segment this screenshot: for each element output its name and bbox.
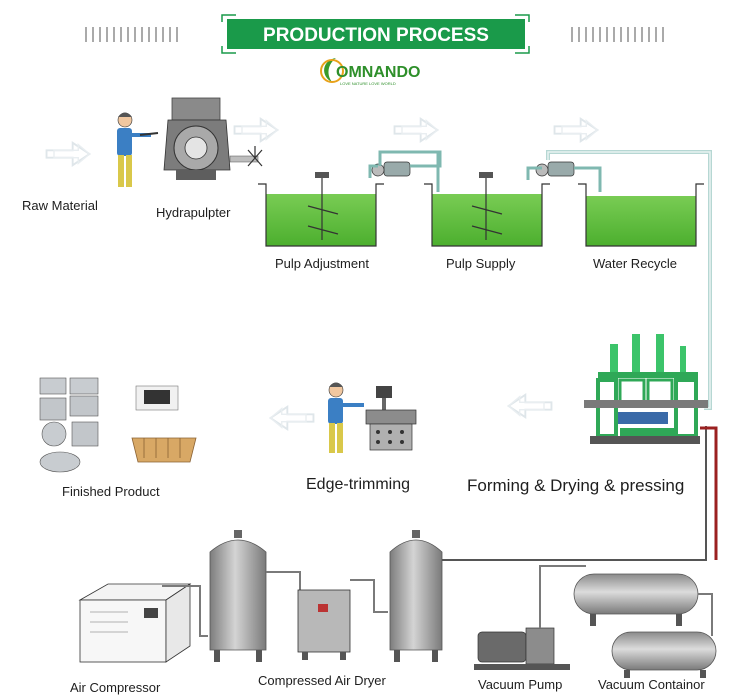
flow-arrow-icon <box>45 141 91 167</box>
label-air-compressor: Air Compressor <box>70 680 161 695</box>
air-compressor-unit <box>78 583 192 663</box>
label-hydrapulper: Hydrapulpter <box>156 205 231 220</box>
air-tank <box>209 530 267 662</box>
air-pipe-3 <box>350 579 388 613</box>
pulp-adjustment-tank <box>258 172 384 247</box>
logo-ring-icon <box>320 59 344 83</box>
pump-icon <box>371 161 411 177</box>
title-banner <box>227 19 525 49</box>
vacuum-pipe-2 <box>698 593 713 636</box>
water-recycle-tank <box>578 183 704 247</box>
transfer-pipe-1 <box>368 150 442 178</box>
pulp-supply-tank <box>424 172 550 247</box>
label-pulp-supply: Pulp Supply <box>446 256 516 271</box>
right-tick-decoration <box>571 27 664 42</box>
title-corner-tr <box>515 14 530 22</box>
logo-text: OMNANDO <box>336 64 420 81</box>
brand-logo: OMNANDO LOVE NATURE LOVE WORLD <box>320 58 420 86</box>
vacuum-pipe-1 <box>539 565 586 628</box>
air-tank <box>389 530 443 662</box>
label-vacuum-pump: Vacuum Pump <box>478 677 562 692</box>
flow-arrow-icon <box>269 405 315 431</box>
valve-icon <box>247 146 263 167</box>
finished-product-trays <box>39 377 197 473</box>
title-corner-br <box>515 46 530 54</box>
label-finished-product: Finished Product <box>62 484 160 499</box>
logo-leaf-icon <box>324 58 336 82</box>
hydrapulper-machine <box>163 97 263 180</box>
title-corner-bl <box>221 46 236 54</box>
flow-arrow-icon <box>507 393 553 419</box>
page-title: PRODUCTION PROCESS <box>263 25 489 46</box>
flow-arrow-icon <box>553 117 599 143</box>
air-dryer-unit <box>297 589 351 660</box>
flow-arrow-icon <box>233 117 279 143</box>
left-tick-decoration <box>85 27 178 42</box>
header: PRODUCTION PROCESS OMNANDO LOVE NATURE L… <box>85 14 664 86</box>
worker-icon <box>117 112 159 187</box>
label-raw-material: Raw Material <box>22 198 98 213</box>
air-pipe-1 <box>162 585 208 637</box>
transfer-pipe-2 <box>526 166 602 192</box>
title-corner-tl <box>221 14 236 22</box>
vacuum-pump-unit <box>474 627 570 670</box>
label-vacuum-container: Vacuum Containor <box>598 677 705 692</box>
vacuum-red-line <box>700 426 718 560</box>
vacuum-line <box>428 426 707 561</box>
worker-icon <box>328 382 364 453</box>
vacuum-container-bottom <box>611 631 717 678</box>
label-water-recycle: Water Recycle <box>593 256 677 271</box>
label-pulp-adjustment: Pulp Adjustment <box>275 256 369 271</box>
edge-trimming-machine <box>365 386 417 451</box>
logo-tagline: LOVE NATURE LOVE WORLD <box>340 81 396 86</box>
forming-machine <box>584 334 708 444</box>
label-air-dryer: Compressed Air Dryer <box>258 673 387 688</box>
air-pipe-2 <box>266 571 301 592</box>
flow-arrow-icon <box>393 117 439 143</box>
label-forming: Forming & Drying & pressing <box>467 476 684 495</box>
label-edge-trimming: Edge-trimming <box>306 476 410 493</box>
vacuum-container-top <box>573 573 699 626</box>
